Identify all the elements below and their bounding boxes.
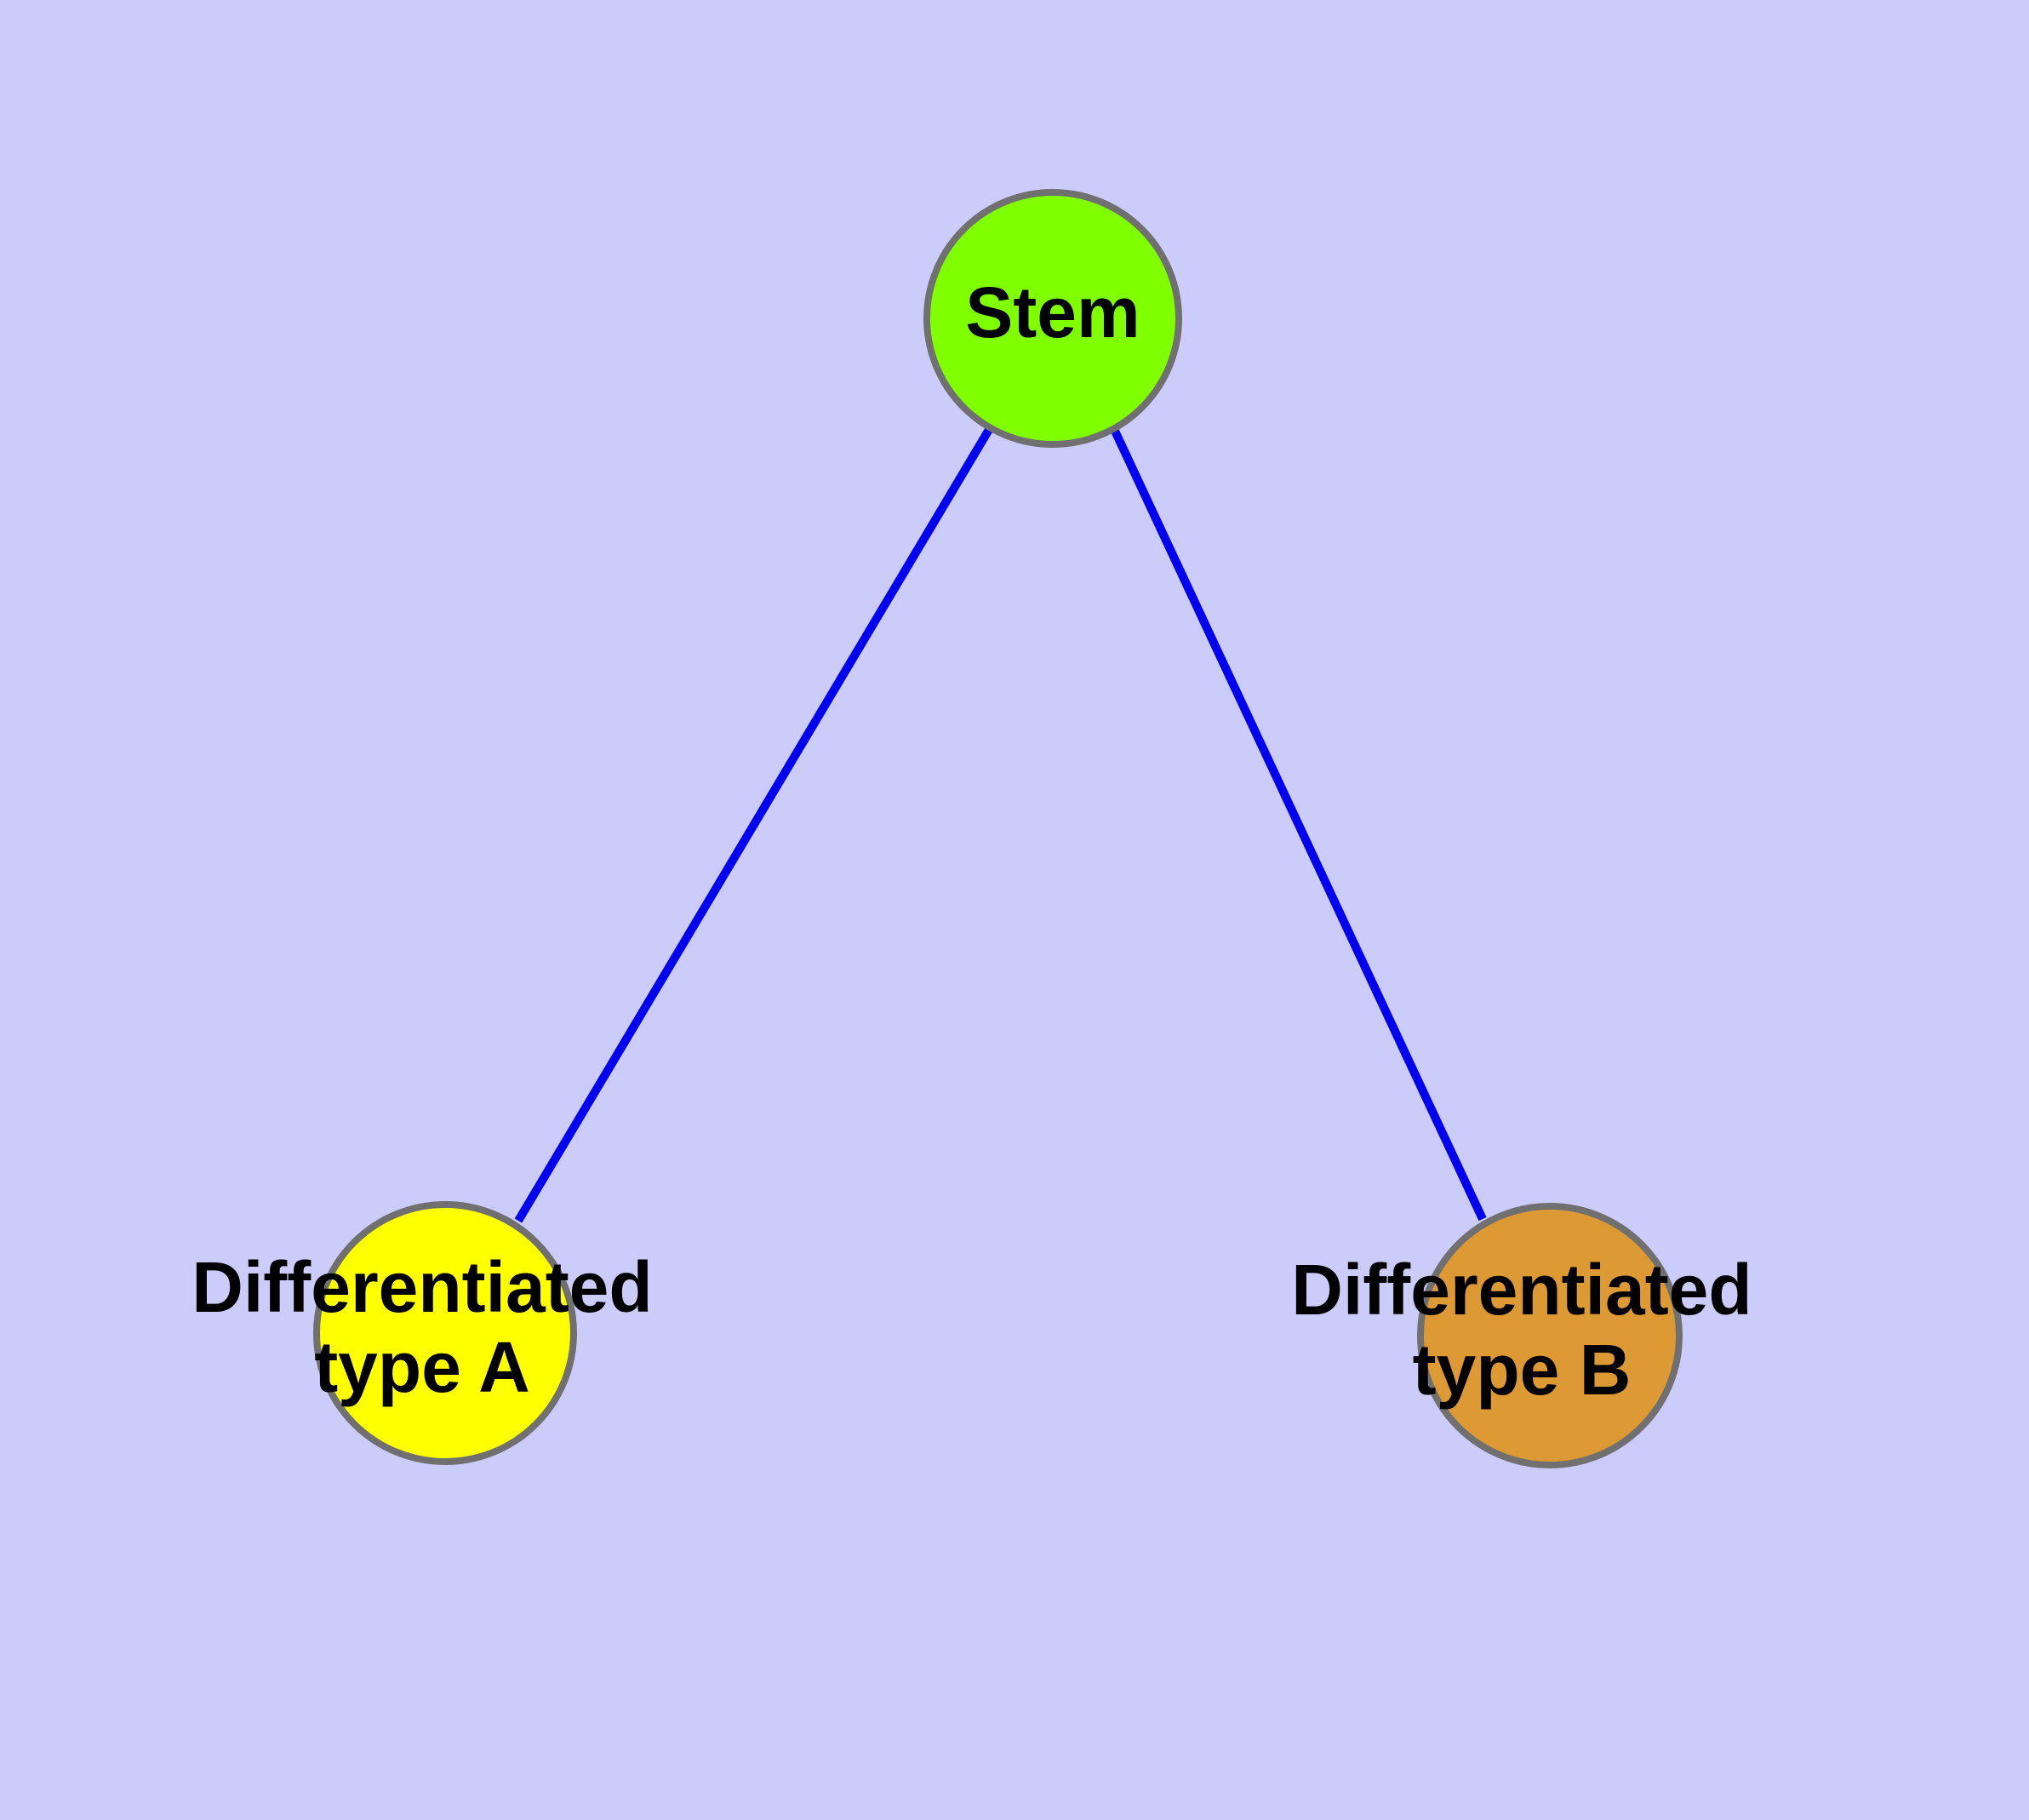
edge-stem-to-type-a [514, 426, 994, 1223]
edge-stem-to-type-b [1110, 426, 1487, 1222]
node-circle-stem[interactable] [923, 189, 1182, 448]
edges-layer [514, 426, 1487, 1223]
nodes-layer [313, 189, 1683, 1468]
node-circle-differentiated-type-b[interactable] [1417, 1203, 1683, 1468]
node-label-line: Differentiated [1291, 1250, 1752, 1330]
node-label-line: type A [314, 1327, 530, 1407]
node-label-line: Differentiated [191, 1247, 652, 1327]
node-label-line: type B [1413, 1330, 1632, 1410]
node-label-line: Stem [965, 272, 1140, 352]
node-circle-differentiated-type-a[interactable] [313, 1201, 577, 1465]
node-label-stem: Stem [965, 272, 1140, 352]
